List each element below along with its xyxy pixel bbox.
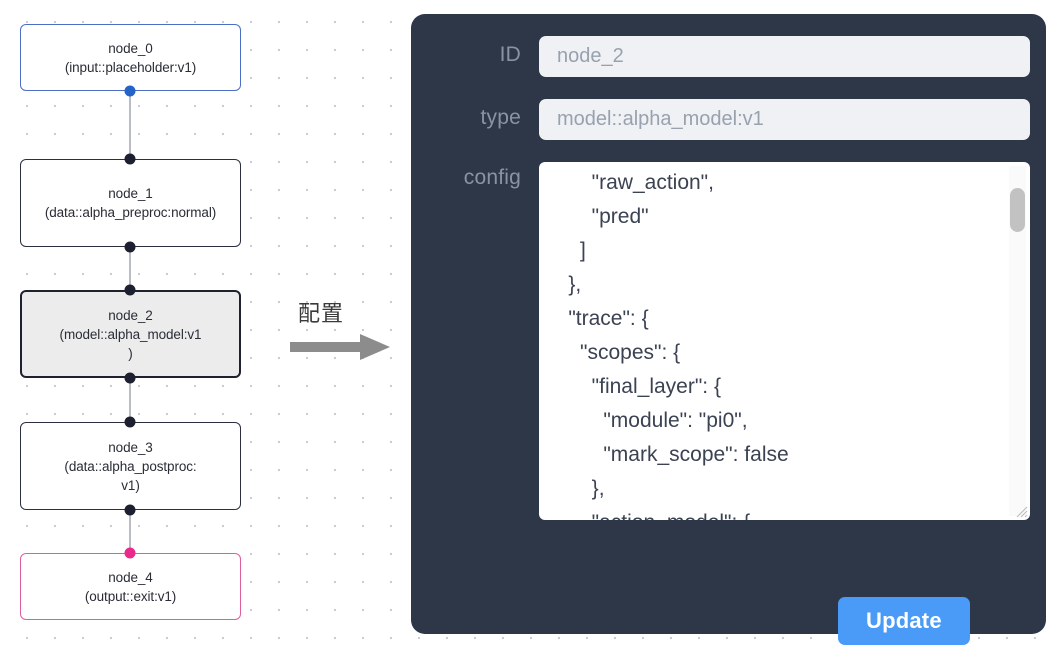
field-row-type: type <box>427 99 1030 140</box>
graph-node-node_2[interactable]: node_2 (model::alpha_model:v1 ) <box>20 290 241 378</box>
node-port-node_1-in[interactable] <box>124 153 136 165</box>
node-port-node_2-out[interactable] <box>124 372 136 384</box>
config-textarea[interactable]: "raw_action", "pred" ] }, "trace": { "sc… <box>539 162 1030 520</box>
id-field-label: ID <box>499 43 521 66</box>
node-config-panel: ID type config "raw_action", "pred" ] },… <box>411 14 1046 645</box>
graph-node-label: node_3 (data::alpha_postproc: v1) <box>64 439 197 493</box>
node-port-node_2-in[interactable] <box>124 284 136 296</box>
id-field-input[interactable] <box>539 36 1030 77</box>
graph-node-node_3[interactable]: node_3 (data::alpha_postproc: v1) <box>20 422 241 510</box>
field-row-config: config "raw_action", "pred" ] }, "trace"… <box>427 162 1030 520</box>
resize-grip-icon[interactable] <box>1014 504 1028 518</box>
graph-node-label: node_4 (output::exit:v1) <box>84 569 177 604</box>
node-port-node_3-in[interactable] <box>124 416 136 428</box>
type-field-label: type <box>480 106 521 129</box>
graph-edge-2-3[interactable] <box>129 378 131 422</box>
config-textarea-wrap: "raw_action", "pred" ] }, "trace": { "sc… <box>539 162 1030 520</box>
config-scrollbar-thumb[interactable] <box>1010 188 1025 232</box>
field-row-id: ID <box>427 36 1030 77</box>
graph-node-label: node_0 (input::placeholder:v1) <box>64 40 197 75</box>
right-arrow-icon <box>290 334 390 360</box>
update-button[interactable]: Update <box>838 597 970 645</box>
graph-node-node_0[interactable]: node_0 (input::placeholder:v1) <box>20 24 241 91</box>
config-field-label: config <box>463 166 521 189</box>
node-port-node_1-out[interactable] <box>124 241 136 253</box>
graph-edge-3-4[interactable] <box>129 510 131 553</box>
graph-edge-1-2[interactable] <box>129 247 131 290</box>
annotation-label: 配置 <box>298 302 345 327</box>
graph-node-label: node_2 (model::alpha_model:v1 ) <box>59 307 202 361</box>
node-port-node_4-in[interactable] <box>124 547 136 559</box>
graph-node-node_4[interactable]: node_4 (output::exit:v1) <box>20 553 241 620</box>
graph-edge-0-1[interactable] <box>129 91 131 159</box>
graph-node-label: node_1 (data::alpha_preproc:normal) <box>44 186 217 220</box>
node-port-node_0-out[interactable] <box>124 85 136 97</box>
type-field-input[interactable] <box>539 99 1030 140</box>
graph-node-node_1[interactable]: node_1 (data::alpha_preproc:normal) <box>20 159 241 247</box>
config-scrollbar-track[interactable] <box>1009 166 1026 516</box>
annotation-group: 配置 <box>290 296 400 366</box>
node-port-node_3-out[interactable] <box>124 504 136 516</box>
